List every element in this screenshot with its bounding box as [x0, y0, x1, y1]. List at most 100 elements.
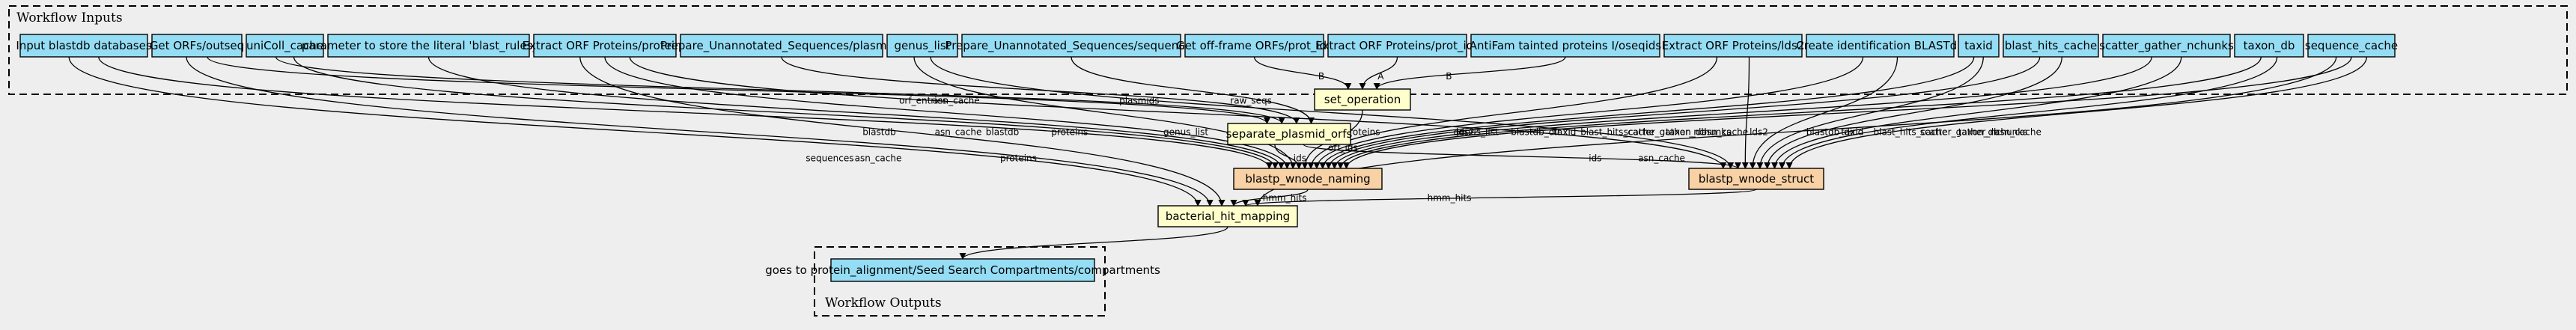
edge-in_proteins-to-blastp_wnode_struct	[629, 56, 1727, 169]
edge-in_uniColl-to-blastp_wnode_naming	[293, 56, 1279, 169]
node-label: blastp_wnode_struct	[1699, 172, 1814, 186]
node-in_blastdb: Input blastdb databases	[16, 34, 152, 58]
node-in_outseq: Get ORFs/outseq	[150, 34, 244, 58]
edge-label: lds2	[1750, 126, 1768, 137]
node-label: genus_list	[894, 39, 950, 53]
node-label: set_operation	[1324, 93, 1401, 107]
node-in_genus: genus_list	[886, 34, 958, 58]
edge-bacterial_hit_mapping-to-out_compartments	[959, 226, 1228, 260]
edge-label: asn_cache	[1701, 126, 1748, 137]
edge-in_sgn-to-blastp_wnode_naming	[1331, 56, 2152, 169]
edge-label: ids	[1294, 153, 1306, 163]
edge-label: blast_hits_cache	[1580, 126, 1654, 137]
node-label: Create identification BLASTdb	[1796, 39, 1964, 52]
edge-in_genus-to-blastp_wnode_naming	[913, 56, 1297, 169]
node-in_uniColl: uniColl_cache	[246, 34, 324, 58]
node-label: taxon_db	[2244, 39, 2295, 53]
edge-label: orf_entries	[899, 95, 947, 106]
edge-blastp_wnode_struct-to-bacterial_hit_mapping	[1242, 189, 1757, 207]
node-label: bacterial_hit_mapping	[1166, 210, 1290, 224]
edge-in_taxid-to-blastp_wnode_naming	[1319, 56, 1975, 169]
workflow-inputs-cluster	[8, 5, 2568, 95]
node-box	[1184, 34, 1324, 58]
edge-in_uniColl-to-separate_plasmid_orfs	[275, 56, 1285, 124]
node-in_bhc: blast_hits_cache	[2003, 34, 2099, 58]
edge-in_outseq-to-separate_plasmid_orfs	[207, 56, 1270, 124]
edge-in_seqcache-to-blastp_wnode_struct	[1785, 56, 2367, 169]
edge-label: genus_list	[1454, 126, 1499, 137]
edge-label: proteins	[1051, 126, 1088, 137]
edge-label: B	[1446, 71, 1452, 82]
node-blastp_wnode_naming: blastp_wnode_naming	[1233, 168, 1383, 190]
workflow-outputs-cluster	[814, 246, 1106, 317]
node-box	[533, 34, 677, 58]
node-in_createid: Create identification BLASTdb	[1796, 34, 1964, 58]
edge-in_taxid-to-blastp_wnode_struct	[1756, 56, 1984, 169]
node-label: taxid	[1964, 39, 1993, 52]
node-box	[1688, 168, 1824, 190]
node-box	[2003, 34, 2099, 58]
edge-label: proteins	[1344, 126, 1380, 137]
edge-in_genus-to-blastp_wnode_struct	[930, 56, 1734, 169]
node-label: Prepare_Unannotated_Sequences/plasmids	[660, 39, 903, 53]
node-in_taxid: taxid	[1958, 34, 2000, 58]
node-label: goes to protein_alignment/Seed Search Co…	[765, 263, 1160, 278]
edge-in_proteins-to-blastp_wnode_naming	[604, 56, 1291, 169]
node-in_param: parameter to store the literal 'blast_ru…	[302, 34, 555, 58]
workflow-inputs-title: Workflow Inputs	[16, 10, 123, 25]
edge-label: blastdb	[862, 126, 896, 137]
edge-label: blast_hits_cache	[1874, 126, 1948, 137]
node-box	[2307, 34, 2396, 58]
workflow-outputs-title: Workflow Outputs	[825, 296, 942, 311]
edge-label: ids	[1589, 153, 1601, 163]
node-in_offframe: Get off-frame ORFs/prot_ids	[1176, 34, 1333, 58]
node-box	[1227, 123, 1351, 145]
node-in_plasmids: Prepare_Unannotated_Sequences/plasmids	[660, 34, 903, 58]
edge-label: genus_list	[1163, 126, 1208, 137]
edge-label: A	[1377, 71, 1384, 82]
edge-label: blastdb	[986, 126, 1020, 137]
node-box	[1806, 34, 1955, 58]
edge-label: scatter_gather_nchunks	[1624, 126, 1732, 137]
node-label: Extract ORF Proteins/lds2	[1662, 39, 1805, 52]
node-in_protids: Extract ORF Proteins/prot_ids	[1315, 34, 1479, 58]
edge-in_offframe-to-set_operation	[1253, 56, 1352, 90]
node-out_compartments: goes to protein_alignment/Seed Search Co…	[765, 258, 1160, 282]
edge-label: raw_seqs	[1230, 95, 1272, 106]
edge-label: taxon_db	[1666, 126, 1707, 137]
node-box	[1233, 168, 1383, 190]
node-in_lds2: Extract ORF Proteins/lds2	[1662, 34, 1805, 58]
node-in_taxondb: taxon_db	[2234, 34, 2304, 58]
node-box	[246, 34, 324, 58]
edge-in_param-to-blastp_wnode_naming	[427, 56, 1285, 169]
node-in_proteins: Extract ORF Proteins/proteins	[523, 34, 688, 58]
node-box	[961, 34, 1181, 58]
node-label: uniColl_cache	[246, 39, 323, 53]
node-label: Prepare_Unannotated_Sequences/sequences	[945, 39, 1197, 53]
node-box	[1958, 34, 2000, 58]
node-in_sgn: scatter_gather_nchunks	[2099, 34, 2234, 58]
node-box	[1314, 88, 1411, 111]
node-box	[1327, 34, 1467, 58]
node-box	[2102, 34, 2231, 58]
edge-blastp_wnode_naming-to-bacterial_hit_mapping	[1230, 189, 1309, 207]
node-in_seqcache: sequence_cache	[2305, 34, 2398, 58]
edge-label: asn_cache	[933, 95, 980, 106]
edge-label: hmm_hits	[1428, 192, 1472, 203]
node-box	[886, 34, 958, 58]
node-box	[327, 34, 530, 58]
node-label: AntiFam tainted proteins I/oseqids	[1470, 39, 1662, 52]
node-label: Get off-frame ORFs/prot_ids	[1176, 39, 1333, 53]
node-in_antifam: AntiFam tainted proteins I/oseqids	[1470, 34, 1662, 58]
edge-label: hmm_hits	[1263, 192, 1307, 203]
node-box	[680, 34, 883, 58]
node-label: Extract ORF Proteins/prot_ids	[1315, 39, 1479, 53]
edge-label: taxon_db	[1958, 126, 2000, 137]
node-set_operation: set_operation	[1314, 88, 1411, 111]
edge-label: asn_cache	[1638, 153, 1685, 163]
edge-in_sgn-to-blastp_wnode_struct	[1771, 56, 2182, 169]
node-label: Input blastdb databases	[16, 39, 152, 52]
node-box	[19, 34, 148, 58]
